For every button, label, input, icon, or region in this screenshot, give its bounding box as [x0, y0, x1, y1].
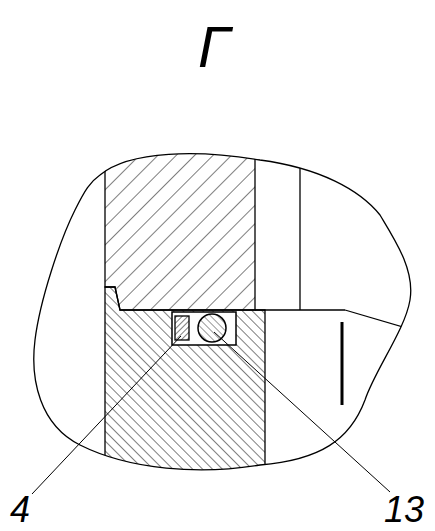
seal-groove [172, 312, 236, 345]
lower-part [105, 287, 265, 490]
section-parts [105, 140, 420, 490]
leader-line [214, 332, 390, 492]
leader-line [32, 336, 181, 494]
detail-outline [34, 154, 411, 470]
view-letter: Г [198, 18, 230, 76]
backup-ring [175, 316, 189, 340]
o-ring [198, 314, 226, 342]
joint-line [255, 309, 345, 310]
upper-part [105, 140, 255, 310]
callout-number: 13 [384, 492, 424, 528]
bore-edge [299, 140, 300, 310]
callout-number: 4 [10, 492, 30, 528]
edge-line [341, 322, 344, 405]
chamfer-line [345, 310, 420, 332]
groove [172, 312, 236, 345]
